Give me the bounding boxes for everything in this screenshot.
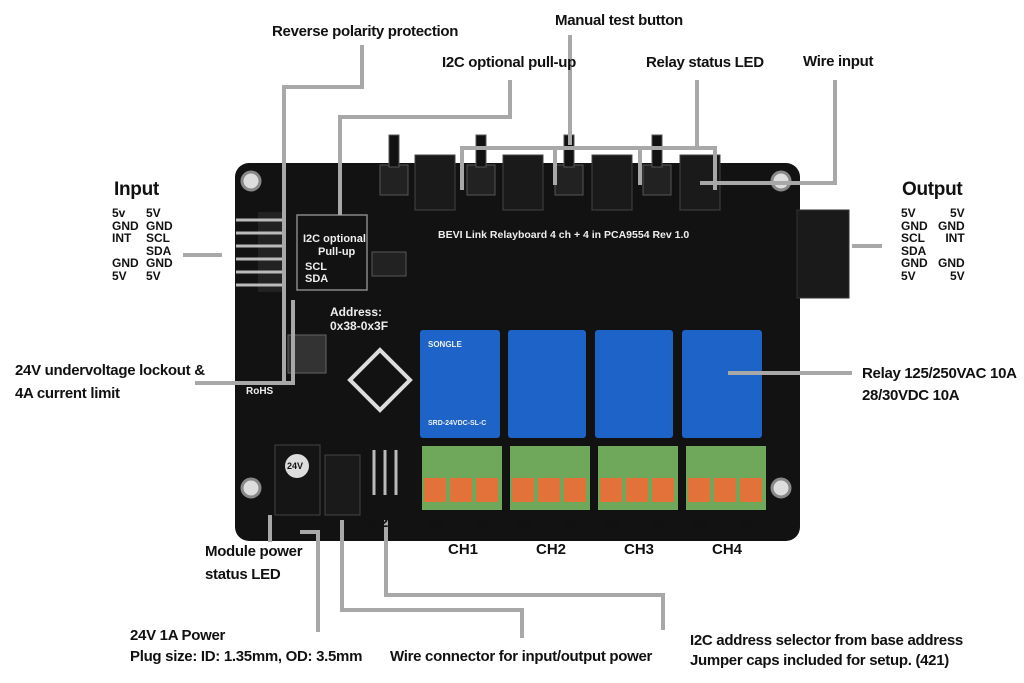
ch2-c: C xyxy=(545,520,553,532)
silk-pullup-2: Pull-up xyxy=(318,246,356,258)
ch4-c: C xyxy=(721,520,729,532)
callout-power-2: Plug size: ID: 1.35mm, OD: 3.5mm xyxy=(130,648,363,665)
ch1-nc: NC xyxy=(476,520,492,532)
silk-address-2: 0x38-0x3F xyxy=(330,319,389,333)
input-pins-left: 5v GND INT GND 5V xyxy=(112,206,139,283)
relays xyxy=(420,330,762,438)
ch3-nc: NC xyxy=(652,520,668,532)
callout-module-led-2: status LED xyxy=(205,566,281,583)
terminal-blocks[interactable] xyxy=(422,446,766,510)
addr-bit-1: 1 xyxy=(393,514,402,531)
callout-power-1: 24V 1A Power xyxy=(130,627,226,644)
mount-hole xyxy=(240,170,262,192)
relay-brand: SONGLE xyxy=(428,340,462,349)
ch3-c: C xyxy=(633,520,641,532)
board-title: BEVI Link Relayboard 4 ch + 4 in PCA9554… xyxy=(438,229,690,241)
pullup-highlight-box xyxy=(296,214,368,291)
addr-bit-2: 2 xyxy=(380,514,389,531)
callout-reverse-polarity: Reverse polarity protection xyxy=(272,23,459,40)
pca9554-chip xyxy=(371,251,407,277)
ch4-label: CH4 xyxy=(712,541,743,558)
callout-address-1: I2C address selector from base address xyxy=(690,632,963,649)
input-pins-right: 5V GND SCL SDA GND 5V xyxy=(146,206,173,283)
callout-module-led-1: Module power xyxy=(205,543,303,560)
output-connector xyxy=(796,209,850,299)
ch2-nc: NC xyxy=(564,520,580,532)
input-header xyxy=(236,212,284,292)
callout-address-2: Jumper caps included for setup. (421) xyxy=(690,652,949,669)
callout-lines xyxy=(183,35,882,638)
silk-jack-24v: 24V xyxy=(287,461,304,471)
relay-model: SRD-24VDC-SL-C xyxy=(428,420,487,427)
output-title: Output xyxy=(902,179,963,200)
callout-uvlo-2: 4A current limit xyxy=(15,385,120,402)
ch1-no: NO xyxy=(428,520,445,532)
output-pins-right: 5V GND INT GND 5V xyxy=(938,206,965,283)
callout-uvlo-1: 24V undervoltage lockout & xyxy=(15,362,205,379)
callout-i2c-pullup: I2C optional pull-up xyxy=(442,54,576,71)
ch4-no: NO xyxy=(692,520,709,532)
silk-address-1: Address: xyxy=(330,305,383,319)
mount-hole xyxy=(240,477,262,499)
silk-scl: SCL xyxy=(305,261,327,273)
bevi-logo xyxy=(347,347,413,413)
ch1-label: CH1 xyxy=(448,541,479,558)
callout-wire-input: Wire input xyxy=(803,53,874,70)
ch2-label: CH2 xyxy=(536,541,567,558)
callout-relay-1: Relay 125/250VAC 10A xyxy=(862,365,1017,382)
ch1-c: C xyxy=(457,520,465,532)
addr-bit-4: 4 xyxy=(367,514,376,531)
ch3-no: NO xyxy=(604,520,621,532)
input-title: Input xyxy=(114,179,159,200)
callout-wire-connector: Wire connector for input/output power xyxy=(390,648,653,665)
output-pins-left: 5V GND SCL SDA GND 5V xyxy=(901,206,928,283)
silk-rohs: RoHS xyxy=(246,386,274,397)
address-jumpers[interactable] xyxy=(372,450,398,495)
silk-sda: SDA xyxy=(305,273,329,285)
callout-manual-test: Manual test button xyxy=(555,12,683,29)
test-buttons[interactable] xyxy=(379,134,672,196)
callout-relay-led: Relay status LED xyxy=(646,54,764,71)
power-wire-connector xyxy=(324,454,361,516)
mount-hole xyxy=(770,477,792,499)
power-jack-hole xyxy=(285,454,309,478)
silk-pullup-1: I2C optional xyxy=(303,233,366,245)
callout-relay-2: 28/30VDC 10A xyxy=(862,387,960,404)
ch4-nc: NC xyxy=(740,520,756,532)
ch3-label: CH3 xyxy=(624,541,655,558)
ch2-no: NO xyxy=(516,520,533,532)
